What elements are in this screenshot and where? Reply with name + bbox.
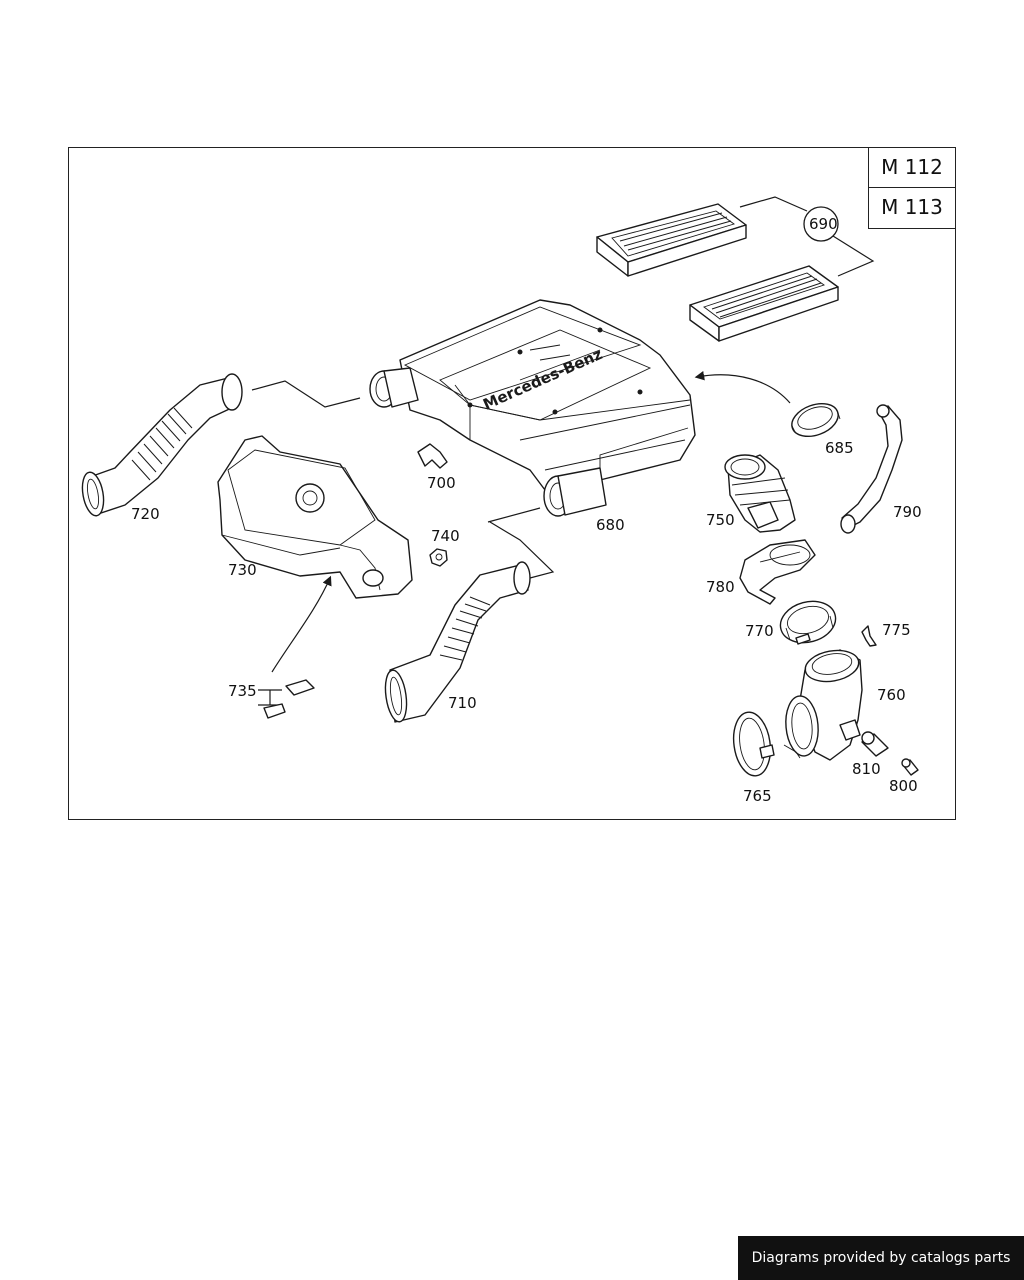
clip-set (258, 679, 315, 719)
callout-730: 730 (228, 561, 257, 579)
air-filter-element-upper (596, 203, 747, 277)
callout-740: 740 (431, 527, 460, 545)
nut-part (429, 548, 448, 567)
callout-750: 750 (706, 511, 735, 529)
arrow-to-housing (694, 370, 791, 404)
clip-part (417, 443, 448, 469)
callout-685: 685 (825, 439, 854, 457)
arrow-to-lower-part (271, 575, 332, 673)
clamp-ring (779, 600, 837, 645)
footer-credit-banner: Diagrams provided by catalogs parts (738, 1236, 1024, 1280)
intake-duct-left (81, 373, 243, 517)
engine-variant-m113: M 113 (868, 188, 956, 229)
air-mass-sensor (724, 454, 796, 533)
intake-duct-right (384, 561, 531, 723)
vent-hose (840, 404, 903, 534)
callout-690: 690 (809, 215, 838, 233)
hose-clamp (732, 711, 775, 777)
callout-780: 780 (706, 578, 735, 596)
callout-720-leader (251, 380, 361, 408)
engine-variant-m112: M 112 (868, 147, 956, 188)
callout-700: 700 (427, 474, 456, 492)
callout-775: 775 (882, 621, 911, 639)
callout-760: 760 (877, 686, 906, 704)
air-filter-element-lower (689, 265, 839, 342)
callout-790: 790 (893, 503, 922, 521)
air-filter-housing: Mercedes-Benz (369, 299, 696, 517)
diagram-frame (68, 147, 956, 820)
seal-ring (791, 402, 841, 438)
callout-800: 800 (889, 777, 918, 795)
bolt-part (861, 731, 889, 757)
housing-lower-part (217, 435, 413, 599)
callout-770: 770 (745, 622, 774, 640)
sleeve-part (901, 758, 919, 776)
sensor-bracket (739, 539, 816, 605)
callout-690-leaders (739, 196, 875, 277)
callout-680-leader (487, 507, 555, 579)
callout-710: 710 (448, 694, 477, 712)
callout-720: 720 (131, 505, 160, 523)
callout-735: 735 (228, 682, 257, 700)
throttle-body (783, 649, 863, 761)
callout-680: 680 (596, 516, 625, 534)
callout-765: 765 (743, 787, 772, 805)
small-clip (861, 625, 877, 647)
callout-810: 810 (852, 760, 881, 778)
